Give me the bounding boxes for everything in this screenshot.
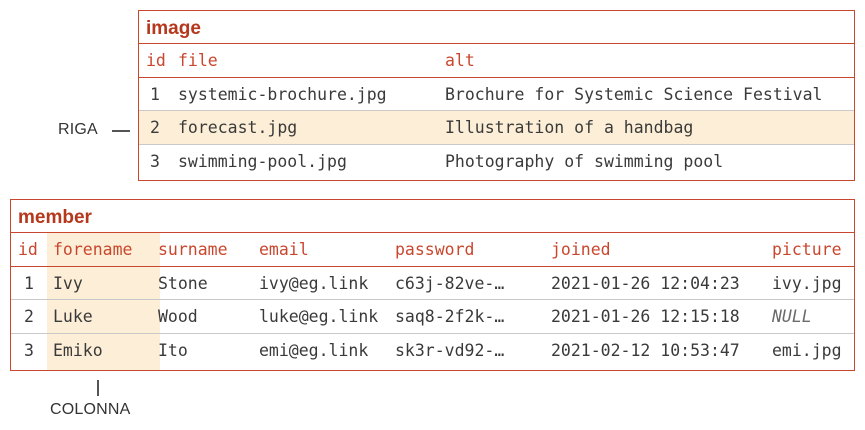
table-row: 1 Ivy Stone ivy@eg.link c63j-82ve-… 2021… bbox=[11, 267, 854, 300]
column-annotation-line bbox=[97, 380, 99, 396]
cell-picture: ivy.jpg bbox=[772, 273, 842, 293]
cell-forename: Luke bbox=[53, 307, 93, 326]
header-joined: joined bbox=[551, 240, 611, 259]
cell-surname: Stone bbox=[158, 273, 208, 293]
header-alt: alt bbox=[445, 51, 475, 70]
table-row: 3 Emiko Ito emi@eg.link sk3r-vd92-… 2021… bbox=[11, 334, 854, 368]
cell-email: ivy@eg.link bbox=[259, 273, 369, 293]
cell-id: 1 bbox=[150, 84, 160, 104]
header-forename: forename bbox=[53, 240, 133, 259]
table-row: 3 swimming-pool.jpg Photography of swimm… bbox=[139, 145, 854, 179]
cell-alt: Illustration of a handbag bbox=[445, 118, 694, 137]
cell-id: 3 bbox=[150, 151, 160, 171]
cell-id: 3 bbox=[24, 340, 34, 360]
cell-password: saq8-2f2k-… bbox=[395, 307, 505, 326]
cell-password: c63j-82ve-… bbox=[395, 273, 505, 293]
cell-joined: 2021-02-12 10:53:47 bbox=[551, 340, 740, 360]
header-id: id bbox=[18, 240, 38, 259]
table-header-row: id forename surname email password joine… bbox=[11, 233, 854, 267]
row-annotation-line bbox=[112, 130, 130, 132]
cell-email: luke@eg.link bbox=[259, 307, 379, 326]
header-surname: surname bbox=[158, 240, 228, 259]
header-picture: picture bbox=[772, 240, 842, 259]
cell-forename: Ivy bbox=[53, 273, 83, 293]
cell-picture-null: NULL bbox=[772, 307, 812, 326]
table-header-row: id file alt bbox=[139, 44, 854, 78]
table-title: member bbox=[11, 200, 854, 233]
table-row: 1 systemic-brochure.jpg Brochure for Sys… bbox=[139, 78, 854, 111]
cell-id: 2 bbox=[24, 307, 34, 326]
cell-file: forecast.jpg bbox=[178, 118, 298, 137]
image-table: image id file alt 1 systemic-brochure.jp… bbox=[138, 10, 855, 181]
row-annotation-label: RIGA bbox=[58, 121, 98, 138]
column-highlight-forename bbox=[47, 233, 160, 370]
cell-picture: emi.jpg bbox=[772, 340, 842, 360]
cell-email: emi@eg.link bbox=[259, 340, 369, 360]
column-annotation-label: COLONNA bbox=[50, 401, 131, 418]
cell-alt: Brochure for Systemic Science Festival bbox=[445, 84, 823, 104]
header-id: id bbox=[146, 51, 166, 70]
cell-alt: Photography of swimming pool bbox=[445, 151, 724, 171]
cell-surname: Ito bbox=[158, 340, 188, 360]
table-title: image bbox=[139, 11, 854, 44]
table-row-highlighted: 2 forecast.jpg Illustration of a handbag bbox=[139, 111, 854, 145]
cell-password: sk3r-vd92-… bbox=[395, 340, 505, 360]
cell-joined: 2021-01-26 12:15:18 bbox=[551, 307, 740, 326]
header-password: password bbox=[395, 240, 475, 259]
member-table: member id forename surname email passwor… bbox=[10, 199, 855, 371]
cell-id: 1 bbox=[24, 273, 34, 293]
header-file: file bbox=[178, 51, 218, 70]
cell-surname: Wood bbox=[158, 307, 198, 326]
cell-forename: Emiko bbox=[53, 340, 103, 360]
cell-joined: 2021-01-26 12:04:23 bbox=[551, 273, 740, 293]
cell-file: swimming-pool.jpg bbox=[178, 151, 347, 171]
cell-file: systemic-brochure.jpg bbox=[178, 84, 387, 104]
table-row: 2 Luke Wood luke@eg.link saq8-2f2k-… 202… bbox=[11, 300, 854, 334]
cell-id: 2 bbox=[150, 118, 160, 137]
header-email: email bbox=[259, 240, 309, 259]
